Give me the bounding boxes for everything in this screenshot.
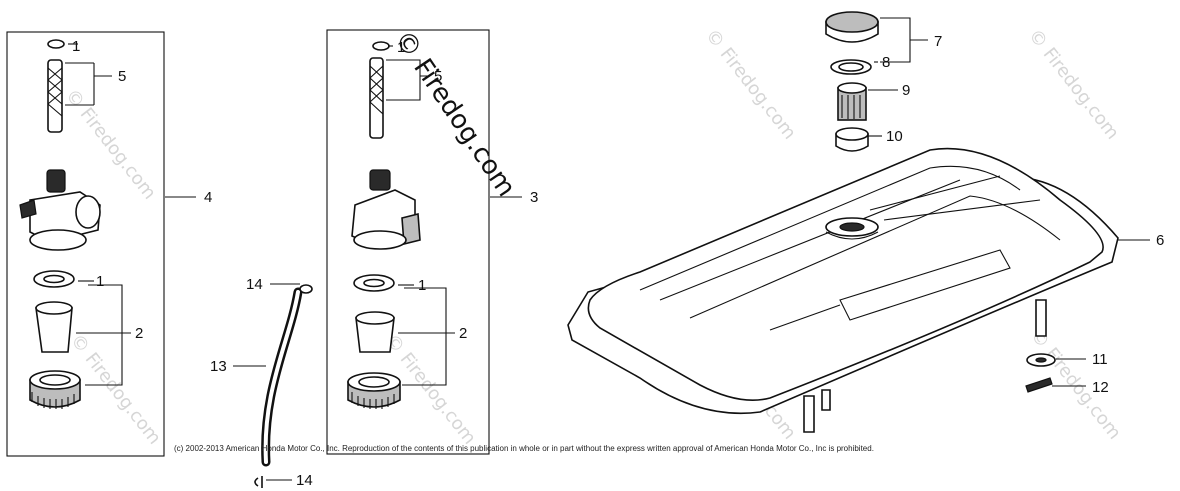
callout-10: 10 — [886, 128, 903, 145]
fuel-cock-assembly-middle — [326, 29, 522, 455]
fuel-cap-stack — [825, 11, 928, 152]
callout-12: 12 — [1092, 379, 1109, 396]
callout-5: 5 — [118, 68, 126, 85]
callout-7: 7 — [934, 33, 942, 50]
o-ring-part — [47, 39, 65, 49]
watermark-text: © Firedog.com — [66, 330, 165, 448]
callout-1: 1 — [418, 277, 426, 294]
callout-11: 11 — [1092, 351, 1108, 368]
fuel-cock-assembly-left — [6, 31, 196, 457]
callout-9: 9 — [902, 82, 910, 99]
callout-13: 13 — [210, 358, 227, 375]
watermark-text: © Firedog.com — [701, 25, 800, 143]
bolt-part — [1025, 377, 1086, 393]
grommet-part — [1026, 353, 1086, 367]
strainer-part — [369, 57, 384, 139]
filler-ring-part — [835, 127, 869, 152]
tube-clip-part — [254, 476, 263, 488]
sediment-cup-part — [347, 372, 401, 409]
o-ring-part — [372, 41, 390, 51]
callout-2: 2 — [135, 325, 143, 342]
callout-2: 2 — [459, 325, 467, 342]
cap-strainer-part — [837, 82, 867, 121]
assembly-frame — [6, 31, 165, 457]
callout-8: 8 — [882, 54, 890, 71]
callout-14: 14 — [246, 276, 263, 293]
strainer-part — [47, 59, 63, 133]
callout-6: 6 — [1156, 232, 1164, 249]
fuel-cock-body — [351, 169, 421, 250]
fuel-cock-body — [19, 169, 101, 251]
callout-5: 5 — [434, 68, 442, 85]
tube-clip-part — [299, 284, 313, 294]
sediment-cup-part — [29, 370, 81, 409]
assembly-frame — [326, 29, 490, 455]
callout-1: 1 — [72, 38, 80, 55]
fuel-tube-part — [233, 283, 313, 488]
watermark-overlay: © Firedog.com — [388, 25, 521, 202]
callout-4: 4 — [204, 189, 212, 206]
fuel-cap-part — [825, 11, 879, 43]
callout-1: 1 — [397, 39, 405, 56]
watermark-text: © Firedog.com — [61, 85, 160, 203]
copyright-notice: (c) 2002-2013 American Honda Motor Co., … — [174, 444, 874, 453]
watermark-text: © Firedog.com — [1024, 25, 1123, 143]
callout-14: 14 — [296, 472, 313, 489]
fuel-tank-part — [567, 147, 1150, 433]
callout-3: 3 — [530, 189, 538, 206]
callout-1: 1 — [96, 273, 104, 290]
